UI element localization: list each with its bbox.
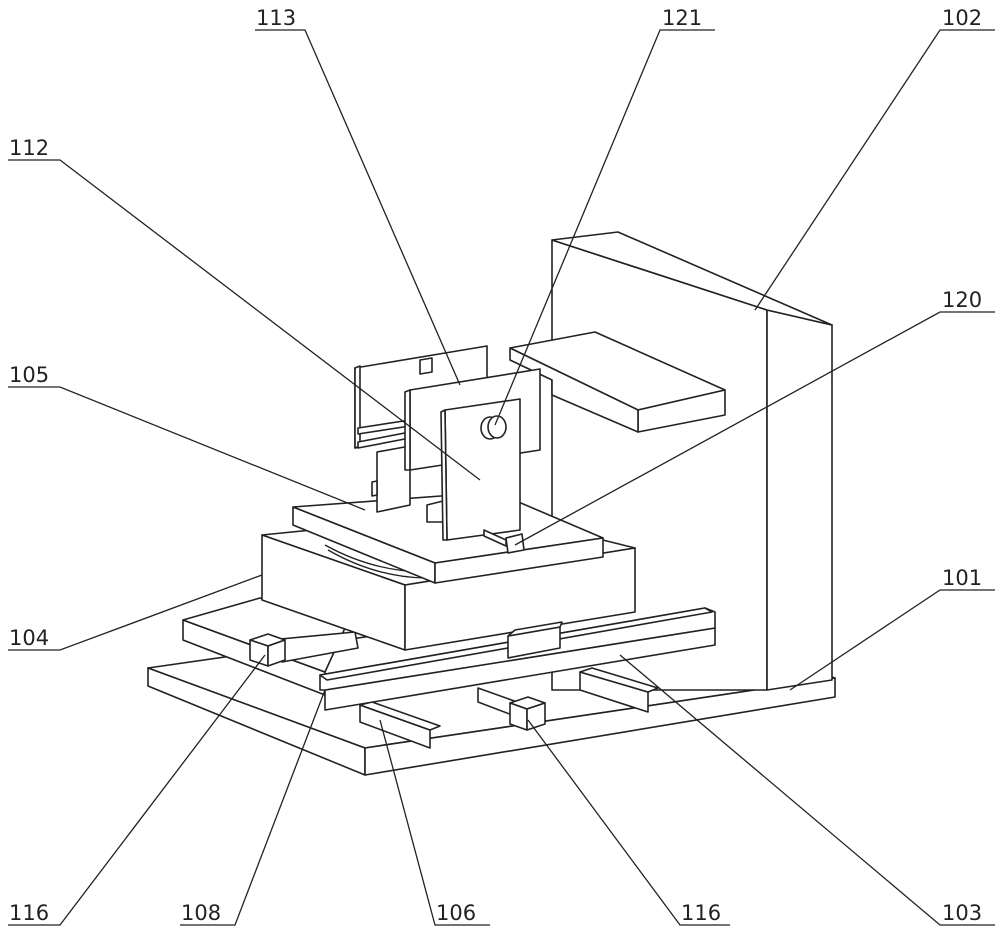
label-105: 105 [9,363,49,387]
label-104: 104 [9,626,49,650]
label-103: 103 [942,901,982,925]
label-121: 121 [662,6,702,30]
label-120: 120 [942,288,982,312]
label-113: 113 [256,6,296,30]
block-120 [506,534,524,553]
label-108: 108 [181,901,221,925]
label-101: 101 [942,566,982,590]
label-116-left: 116 [9,901,49,925]
slider-block-116-right [510,697,545,730]
slider-block-116-left [250,634,285,666]
label-112: 112 [9,136,49,160]
label-102: 102 [942,6,982,30]
label-106: 106 [436,901,476,925]
label-116-right: 116 [681,901,721,925]
